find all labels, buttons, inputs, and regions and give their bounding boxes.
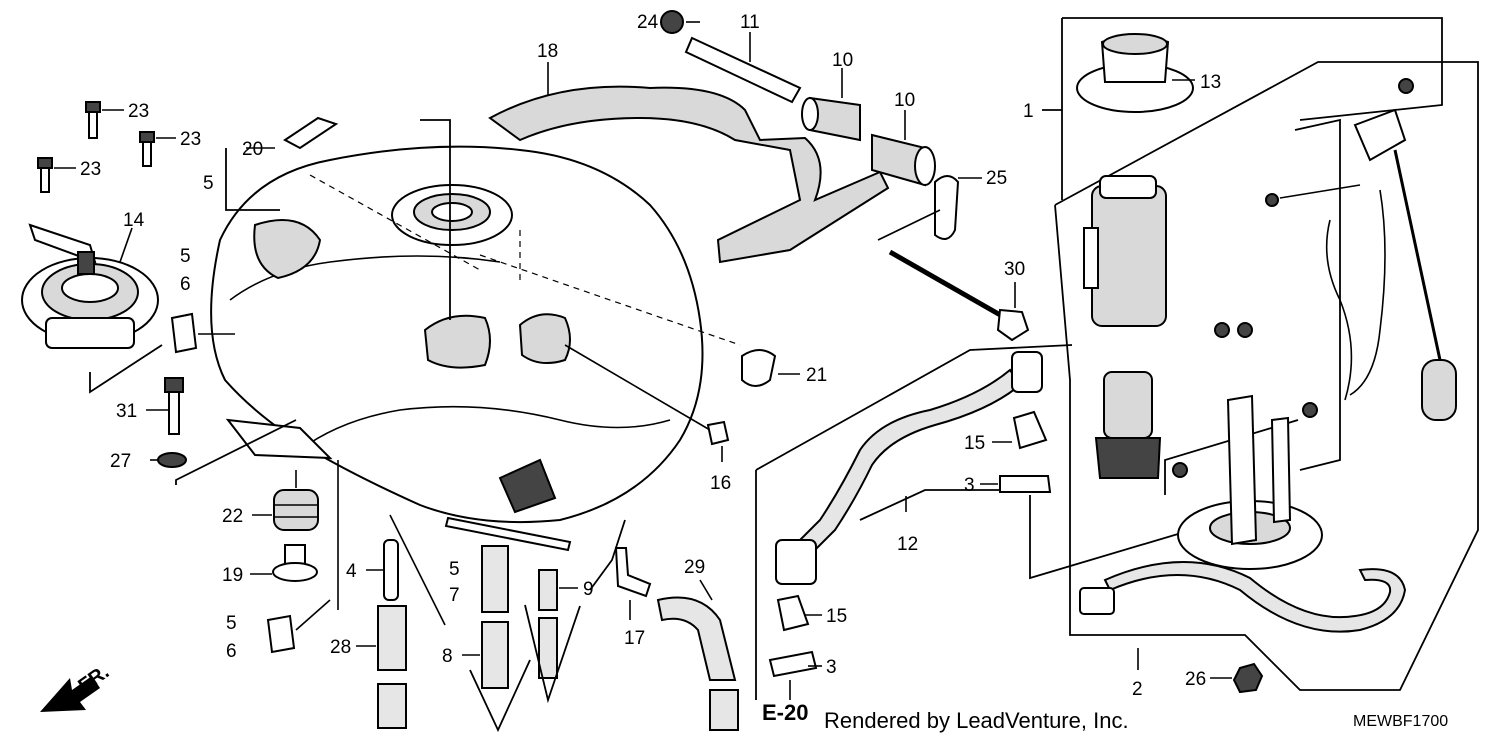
part-label-8: 8 (442, 646, 453, 667)
tube-9-part[interactable] (538, 569, 558, 679)
part-label-6a: 6 (180, 274, 191, 295)
part-label-21: 21 (806, 365, 827, 386)
fuel-strainer-part[interactable] (1094, 371, 1162, 479)
part-label-26: 26 (1185, 669, 1206, 690)
part-label-28: 28 (330, 637, 351, 658)
part-label-24: 24 (637, 12, 659, 33)
part-label-5d: 5 (226, 613, 237, 634)
seal-20-part[interactable] (283, 116, 339, 150)
fuel-cap-part[interactable] (21, 223, 159, 349)
tank-bracket-part[interactable] (488, 85, 890, 264)
part-label-6b: 6 (226, 641, 237, 662)
part-label-15b: 15 (826, 606, 847, 627)
part-label-10b: 10 (894, 90, 915, 111)
part-label-2: 2 (1132, 679, 1143, 700)
clip-25-part[interactable] (934, 175, 960, 240)
fuel-hose-12-part[interactable] (775, 351, 1043, 585)
part-label-11: 11 (740, 12, 760, 33)
washer-27-part[interactable] (157, 452, 187, 468)
joint-17-part[interactable] (614, 547, 652, 598)
reference-link-e20[interactable]: E-20 (762, 700, 809, 725)
part-label-7: 7 (449, 585, 460, 606)
bolt-23-b[interactable] (139, 131, 155, 167)
tube-29-part[interactable] (656, 596, 739, 731)
bolt-23-c[interactable] (37, 157, 53, 193)
diagram-code: MEWBF1700 (1353, 713, 1449, 730)
part-label-5b: 5 (180, 246, 191, 267)
filter-10-a[interactable] (801, 96, 861, 142)
part-label-23a: 23 (128, 101, 149, 122)
pump-seal-13-part[interactable] (1076, 33, 1194, 113)
clip-21-part[interactable] (741, 349, 777, 387)
part-label-22: 22 (222, 506, 243, 527)
part-label-23c: 23 (80, 159, 101, 180)
part-label-18: 18 (537, 41, 558, 62)
tube-8-part[interactable] (481, 545, 509, 689)
part-label-23b: 23 (180, 129, 201, 150)
tube-11-part[interactable] (684, 36, 802, 104)
clip-3-upper[interactable] (999, 475, 1052, 493)
part-label-29: 29 (684, 557, 705, 578)
pump-small-bolts[interactable] (1172, 78, 1414, 478)
nut-26-part[interactable] (1232, 662, 1264, 694)
part-label-16: 16 (710, 473, 731, 494)
bolt-31-part[interactable] (164, 377, 184, 435)
part-label-20: 20 (242, 139, 263, 160)
part-label-3b: 3 (826, 657, 837, 678)
part-label-12: 12 (897, 534, 918, 555)
part-label-4: 4 (346, 561, 357, 582)
part-label-13: 13 (1200, 72, 1221, 93)
bolt-23-a[interactable] (85, 101, 101, 139)
clip-16-part[interactable] (706, 420, 730, 446)
clip-3-lower[interactable] (768, 650, 818, 678)
filter-10-b[interactable] (871, 133, 936, 187)
front-direction-arrow-icon (40, 676, 100, 712)
part-label-17: 17 (624, 628, 645, 649)
bolt-30-part[interactable] (888, 249, 1030, 342)
hose-assembly-2-part[interactable] (1079, 561, 1407, 633)
part-label-31: 31 (116, 401, 137, 422)
part-label-19: 19 (222, 565, 243, 586)
part-label-5c: 5 (449, 559, 460, 580)
cushion-5-6-a[interactable] (170, 312, 198, 354)
clip-15-upper[interactable] (1012, 410, 1048, 450)
tube-28-part[interactable] (377, 605, 407, 729)
part-label-1: 1 (1023, 101, 1034, 122)
part-label-15a: 15 (964, 433, 985, 454)
part-label-3a: 3 (964, 475, 975, 496)
collar-19-part[interactable] (272, 544, 318, 582)
joint-4-part[interactable] (383, 539, 399, 601)
part-label-10a: 10 (832, 50, 853, 71)
grommet-24-part[interactable] (660, 10, 684, 34)
fuel-pump-part[interactable] (1083, 175, 1167, 327)
part-label-27: 27 (110, 451, 131, 472)
fuel-tank-part[interactable] (210, 145, 704, 524)
clip-15-lower[interactable] (776, 594, 810, 632)
part-label-30: 30 (1004, 259, 1025, 280)
part-label-25: 25 (986, 168, 1007, 189)
part-label-14: 14 (123, 210, 145, 231)
cushion-5-6-b[interactable] (266, 614, 296, 654)
part-label-9: 9 (583, 579, 594, 600)
credit-text: Rendered by LeadVenture, Inc. (824, 708, 1129, 733)
rubber-22-part[interactable] (273, 489, 319, 531)
pump-bracket-part[interactable] (1177, 394, 1323, 570)
tube-7-part[interactable] (444, 516, 572, 552)
fuel-level-sensor-part[interactable] (1325, 108, 1457, 421)
part-label-5a: 5 (203, 173, 214, 194)
